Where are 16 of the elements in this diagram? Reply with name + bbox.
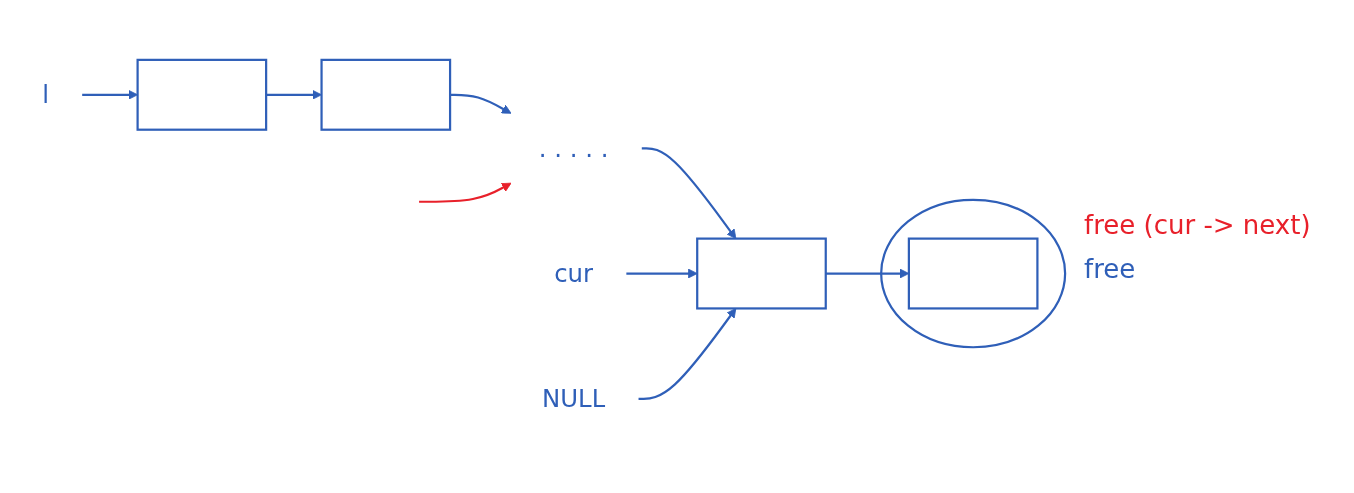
arrow — [419, 182, 512, 203]
node-text: l — [42, 80, 49, 109]
node-box — [696, 237, 827, 310]
circle-outline — [880, 198, 1067, 349]
node-text: cur — [554, 259, 594, 288]
node-box — [136, 58, 268, 131]
arrow — [266, 89, 322, 100]
arrow — [450, 93, 512, 114]
note-text: free (cur -> next) — [1084, 209, 1312, 240]
note-text: free — [1084, 253, 1137, 284]
arrow — [641, 146, 737, 239]
node-text: NULL — [542, 384, 606, 413]
node-box — [320, 58, 452, 131]
node-text: . . . . . — [538, 134, 609, 162]
arrow — [626, 268, 698, 279]
node-box — [907, 237, 1039, 310]
